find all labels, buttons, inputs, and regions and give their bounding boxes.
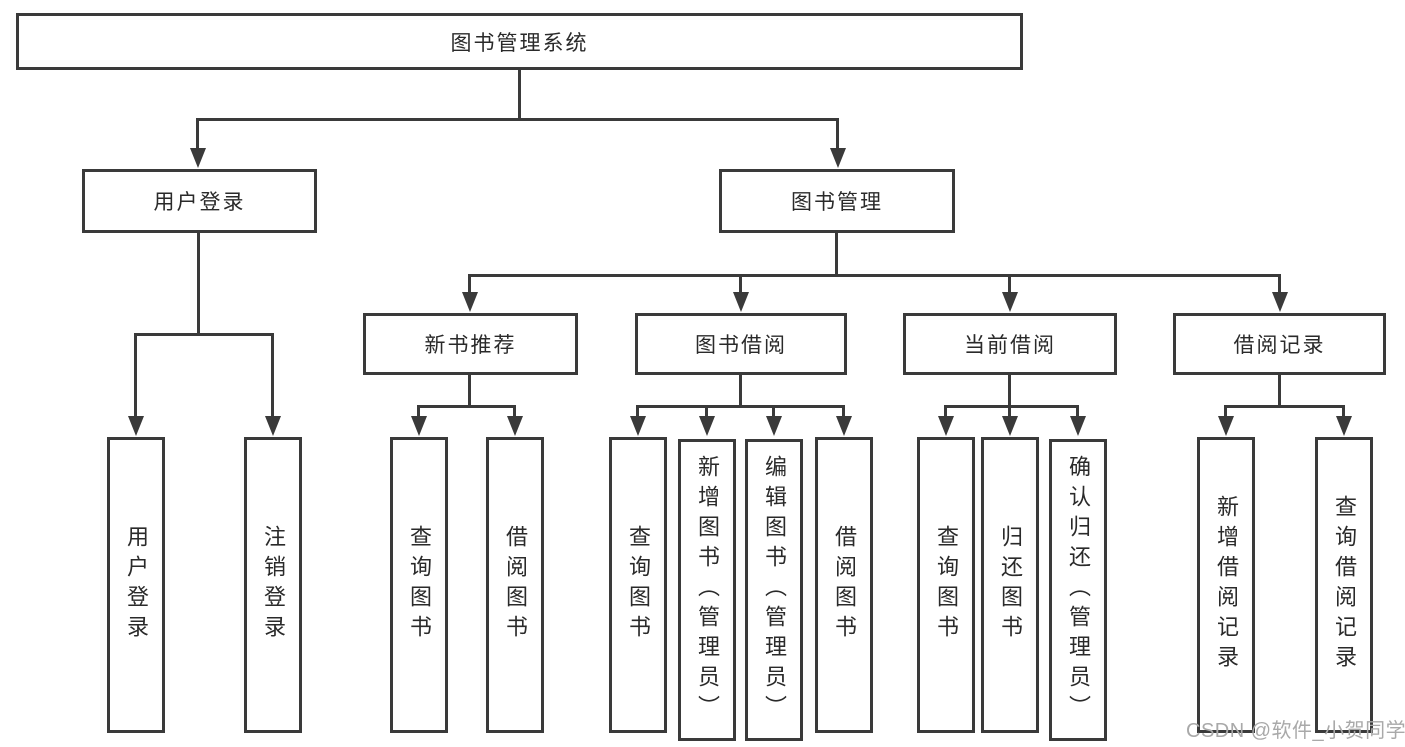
- arrow-to-bb-borrow-books: [835, 405, 852, 436]
- node-borrowing-records-label: 借阅记录: [1233, 334, 1326, 357]
- leaf-bb-search-books: 查询图书: [609, 437, 667, 733]
- leaf-bb-borrow-books-label: 借阅图书: [832, 525, 857, 645]
- edge-user-login-drop: [197, 233, 200, 335]
- node-book-management-label: 图书管理: [791, 191, 883, 214]
- node-borrowing-records: 借阅记录: [1173, 313, 1386, 375]
- leaf-bb-edit-book-admin: 编辑图书（管理员）: [745, 439, 803, 741]
- arrow-to-new-book-recommendation: [461, 274, 478, 312]
- arrow-to-book-borrowing: [732, 274, 749, 312]
- leaf-user-login: 用户登录: [107, 437, 165, 733]
- csdn-watermark: CSDN @软件_小贺同学: [1186, 720, 1405, 742]
- leaf-cb-return-books: 归还图书: [981, 437, 1039, 733]
- edge-root-drop: [518, 69, 521, 120]
- edge-borrowing-records-drop: [1278, 375, 1281, 407]
- arrow-to-bb-search-books: [629, 405, 646, 436]
- leaf-br-query-record: 查询借阅记录: [1315, 437, 1373, 733]
- leaf-cb-search-books-label: 查询图书: [934, 525, 959, 645]
- edge-new-book-drop: [468, 375, 471, 407]
- leaf-cb-search-books: 查询图书: [917, 437, 975, 733]
- arrow-to-book-management: [829, 118, 846, 168]
- leaf-br-query-record-label: 查询借阅记录: [1332, 495, 1357, 675]
- arrow-to-borrowing-records: [1271, 274, 1288, 312]
- node-book-borrowing: 图书借阅: [635, 313, 847, 375]
- arrow-to-nb-borrow-books: [506, 405, 523, 436]
- leaf-nb-borrow-books-label: 借阅图书: [503, 525, 528, 645]
- arrow-to-leaf-user-login: [127, 333, 144, 436]
- leaf-bb-search-books-label: 查询图书: [626, 525, 651, 645]
- edge-current-borrowing-drop: [1008, 375, 1011, 407]
- leaf-nb-borrow-books: 借阅图书: [486, 437, 544, 733]
- node-user-login: 用户登录: [82, 169, 317, 233]
- leaf-br-add-record: 新增借阅记录: [1197, 437, 1255, 733]
- leaf-logout: 注销登录: [244, 437, 302, 733]
- leaf-cb-return-books-label: 归还图书: [998, 525, 1023, 645]
- node-current-borrowing: 当前借阅: [903, 313, 1117, 375]
- leaf-bb-edit-book-admin-label: 编辑图书（管理员）: [762, 455, 787, 725]
- arrow-to-cb-return-books: [1001, 405, 1018, 436]
- node-new-book-recommendation: 新书推荐: [363, 313, 578, 375]
- leaf-logout-label: 注销登录: [261, 525, 286, 645]
- arrow-to-bb-edit-book: [765, 405, 782, 436]
- node-library-system: 图书管理系统: [16, 13, 1023, 70]
- node-new-book-recommendation-label: 新书推荐: [424, 334, 517, 357]
- node-user-login-label: 用户登录: [153, 191, 246, 214]
- edge-root-split: [197, 118, 838, 121]
- arrow-to-leaf-logout: [264, 333, 281, 436]
- leaf-br-add-record-label: 新增借阅记录: [1214, 495, 1239, 675]
- arrow-to-br-query-record: [1335, 405, 1352, 436]
- leaf-nb-search-books-label: 查询图书: [407, 525, 432, 645]
- leaf-bb-borrow-books: 借阅图书: [815, 437, 873, 733]
- edge-book-management-split: [470, 274, 1280, 277]
- arrow-to-current-borrowing: [1001, 274, 1018, 312]
- leaf-cb-confirm-return-admin: 确认归还（管理员）: [1049, 439, 1107, 741]
- edge-borrowing-records-split: [1226, 405, 1344, 408]
- node-current-borrowing-label: 当前借阅: [964, 334, 1056, 357]
- leaf-user-login-label: 用户登录: [124, 525, 149, 645]
- arrow-to-user-login: [189, 118, 206, 168]
- arrow-to-nb-search-books: [410, 405, 427, 436]
- node-book-borrowing-label: 图书借阅: [695, 334, 787, 357]
- node-library-system-label: 图书管理系统: [450, 31, 589, 55]
- leaf-bb-add-book-admin: 新增图书（管理员）: [678, 439, 736, 741]
- arrow-to-br-add-record: [1217, 405, 1234, 436]
- edge-book-borrowing-drop: [739, 375, 742, 407]
- edge-book-borrowing-split: [638, 405, 844, 408]
- edge-book-management-drop: [835, 233, 838, 276]
- arrow-to-cb-search-books: [937, 405, 954, 436]
- leaf-bb-add-book-admin-label: 新增图书（管理员）: [695, 455, 720, 725]
- edge-current-borrowing-split: [946, 405, 1078, 408]
- edge-new-book-split: [419, 405, 515, 408]
- leaf-nb-search-books: 查询图书: [390, 437, 448, 733]
- leaf-cb-confirm-return-admin-label: 确认归还（管理员）: [1066, 455, 1091, 725]
- edge-user-login-split: [136, 333, 273, 336]
- node-book-management: 图书管理: [719, 169, 955, 233]
- arrow-to-cb-confirm-return: [1069, 405, 1086, 436]
- arrow-to-bb-add-book: [698, 405, 715, 436]
